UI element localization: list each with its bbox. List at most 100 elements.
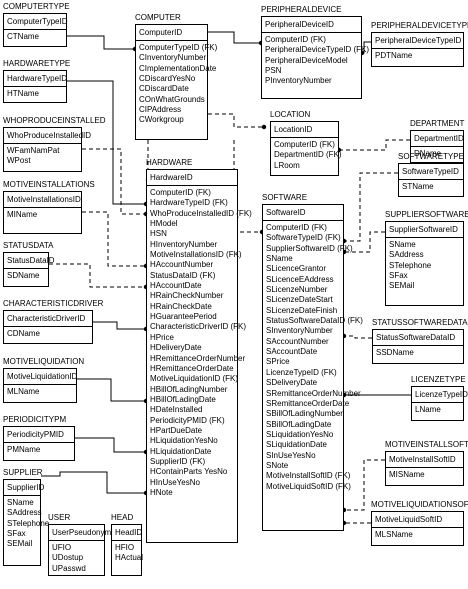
rel-motiveinstsw-software bbox=[344, 459, 385, 511]
entity-whoproduceinstalled[interactable]: WHOPRODUCEINSTALLED WhoProduceInstalledI… bbox=[3, 116, 106, 172]
attribute-list: CTName bbox=[4, 30, 66, 44]
attr: PeripheralDeviceTypeID (FK) bbox=[265, 45, 370, 55]
attr: SAddress bbox=[7, 508, 42, 518]
entity-statussoftwaredata[interactable]: STATUSSOFTWAREDATA StatusSoftwareDataID … bbox=[372, 318, 468, 364]
attr: SRemittanceOrderNumber bbox=[266, 388, 361, 398]
entity-name: SOFTWARETYPE bbox=[398, 152, 464, 161]
pk-attr: SupplierSoftwareID bbox=[389, 225, 458, 234]
entity-user[interactable]: USER UserPseudonym UFIO UDostup UPasswd bbox=[48, 513, 111, 576]
attr: SoftwareTypeID (FK) bbox=[266, 233, 341, 243]
entity-statusdata[interactable]: STATUSDATA StatusDataID SDName bbox=[3, 241, 55, 287]
attr: WPost bbox=[7, 156, 31, 166]
entity-motiveinstallations[interactable]: MOTIVEINSTALLATIONS MotiveInstallationsI… bbox=[3, 180, 95, 234]
entity-motiveliquidation[interactable]: MOTIVELIQUIDATION MotiveLiquidationID ML… bbox=[3, 357, 84, 403]
entity-peripheraldevice[interactable]: PERIPHERALDEVICE PeripheralDeviceID Comp… bbox=[261, 5, 370, 99]
entity-motiveinstallsoft[interactable]: MOTIVEINSTALLSOFT MotiveInstallSoftID MI… bbox=[385, 440, 468, 486]
attr: SSDName bbox=[376, 348, 414, 357]
attr: SRemittanceOrderDate bbox=[266, 398, 350, 408]
primary-key: LocationID bbox=[271, 122, 338, 138]
attr: SInventoryNumber bbox=[266, 326, 333, 336]
attr: STName bbox=[402, 182, 434, 191]
entity-supplier[interactable]: SUPPLIER SupplierID SName SAddress STele… bbox=[3, 468, 49, 566]
entity-characteristicdriver[interactable]: CHARACTERISTICDRIVER CharacteristicDrive… bbox=[3, 299, 103, 344]
rel-computer-peripheraldevice bbox=[208, 31, 261, 44]
entity-box: PeripheralDeviceTypeID PDTName bbox=[371, 32, 464, 67]
entity-head[interactable]: HEAD HeadID HFIO HActual bbox=[111, 513, 143, 576]
attribute-list: MLSName bbox=[372, 528, 463, 542]
pk-attr: SupplierID bbox=[7, 483, 45, 492]
entity-box: WhoProduceInstalledID WFamNamPat WPost bbox=[3, 127, 91, 172]
primary-key: DepartmentID bbox=[411, 131, 464, 147]
attr: ComputerID (FK) bbox=[150, 188, 211, 197]
entity-box: MotiveLiquidationID MLName bbox=[3, 368, 77, 403]
attr: HRainCheckNumber bbox=[150, 291, 224, 301]
pk-attr: ComputerTypeID bbox=[7, 17, 68, 26]
pk-attr: ComputerID bbox=[139, 28, 183, 37]
rel-statussw-software bbox=[344, 335, 372, 339]
pk-attr: CharacteristicDriverID bbox=[7, 314, 86, 323]
entity-periodicitypm[interactable]: PERIODICITYPM PeriodicityPMID PMName bbox=[3, 415, 75, 461]
attr: SBillOfLadingDate bbox=[266, 419, 332, 429]
entity-licenzetype[interactable]: LICENZETYPE LicenzeTypeID LName bbox=[411, 375, 468, 421]
pk-attr: HardwareTypeID bbox=[7, 74, 68, 83]
entity-name: PERIODICITYPM bbox=[3, 415, 67, 424]
attr: CharacteristicDriverID (FK) bbox=[150, 322, 247, 332]
entity-box: HardwareTypeID HTName bbox=[3, 70, 67, 103]
entity-name: LOCATION bbox=[270, 110, 311, 119]
attribute-list: DName bbox=[411, 147, 463, 161]
attribute-list: SName SAddress STelephone SFax SEMail bbox=[386, 238, 463, 294]
attr: SNote bbox=[266, 460, 289, 470]
attribute-list: SName SAddress STelephone SFax SEMail bbox=[4, 496, 49, 552]
attr: MISName bbox=[389, 470, 425, 479]
attribute-list: MISName bbox=[386, 468, 463, 482]
attr: StatusSoftwareDataID (FK) bbox=[266, 316, 363, 326]
attr: MotiveLiquidSoftID (FK) bbox=[266, 481, 351, 491]
entity-computertype[interactable]: COMPUTERTYPE ComputerTypeID CTName bbox=[3, 2, 70, 47]
attr: HAccountNumber bbox=[150, 260, 214, 270]
attr: LicenzeTypeID (FK) bbox=[266, 367, 337, 377]
primary-key: SupplierSoftwareID bbox=[386, 222, 463, 238]
entity-suppliersoftware[interactable]: SUPPLIERSOFTWARE SupplierSoftwareID SNam… bbox=[385, 210, 468, 306]
primary-key: HardwareTypeID bbox=[4, 71, 68, 87]
entity-location[interactable]: LOCATION LocationID ComputerID (FK) Depa… bbox=[270, 110, 342, 176]
attr: SLiquidationDate bbox=[266, 440, 327, 450]
entity-computer[interactable]: COMPUTER ComputerID ComputerTypeID (FK) … bbox=[135, 13, 217, 140]
pk-attr: MotiveLiquidSoftID bbox=[375, 515, 443, 524]
entity-name: HARDWARE bbox=[146, 158, 193, 167]
attr: HPrice bbox=[150, 332, 175, 342]
entity-box: ComputerTypeID CTName bbox=[3, 13, 67, 47]
rel-chardriver-hardware bbox=[93, 321, 146, 330]
attr: HInUseYesNo bbox=[150, 477, 200, 487]
entity-software[interactable]: SOFTWARE SoftwareID ComputerID (FK) Soft… bbox=[262, 193, 363, 531]
entity-motiveliquidationsoft[interactable]: MOTIVELIQUIDATIONSOFT MotiveLiquidSoftID… bbox=[371, 500, 468, 546]
attr: HSN bbox=[150, 229, 167, 239]
entity-name: MOTIVEINSTALLATIONS bbox=[3, 180, 95, 189]
attr: HGuaranteePeriod bbox=[150, 312, 217, 322]
attr: CTName bbox=[7, 32, 40, 41]
attribute-list: HTName bbox=[4, 87, 66, 101]
primary-key: MotiveInstallationsID bbox=[4, 192, 81, 208]
entity-hardwaretype[interactable]: HARDWARETYPE HardwareTypeID HTName bbox=[3, 59, 70, 103]
entity-department[interactable]: DEPARTMENT DepartmentID DName bbox=[410, 119, 464, 163]
entity-box: StatusDataID SDName bbox=[3, 252, 55, 287]
attr: SLicenzeDateStart bbox=[266, 295, 333, 305]
entity-softwaretype[interactable]: SOFTWARETYPE SoftwareTypeID STName bbox=[398, 152, 464, 197]
attribute-list: ComputerID (FK) SoftwareTypeID (FK) Supp… bbox=[263, 221, 363, 494]
attr: HNote bbox=[150, 487, 173, 497]
attr: MotiveInstallationsID (FK) bbox=[150, 250, 242, 260]
attribute-list: ComputerID (FK) DepartmentID (FK) LRoom bbox=[271, 138, 342, 173]
pk-attr: LicenzeTypeID bbox=[415, 390, 468, 399]
attr: UDostup bbox=[52, 553, 84, 563]
attribute-list: HFIO HActual bbox=[112, 541, 143, 566]
attr: SName bbox=[389, 240, 416, 249]
attribute-list: UFIO UDostup UPasswd bbox=[49, 541, 104, 576]
pk-attr: SoftwareID bbox=[266, 208, 306, 217]
attr: StatusDataID (FK) bbox=[150, 270, 216, 280]
entity-hardware[interactable]: HARDWARE HardwareID ComputerID (FK) Hard… bbox=[146, 158, 252, 543]
attribute-list: MLName bbox=[4, 385, 76, 399]
attr: DepartmentID (FK) bbox=[274, 150, 342, 160]
entity-peripheraldevicetype[interactable]: PERIPHERALDEVICETYPE PeripheralDeviceTyp… bbox=[371, 21, 468, 67]
attr: SName bbox=[7, 498, 34, 507]
attr: SupplierID (FK) bbox=[150, 456, 206, 466]
primary-key: MotiveLiquidSoftID bbox=[372, 512, 463, 528]
